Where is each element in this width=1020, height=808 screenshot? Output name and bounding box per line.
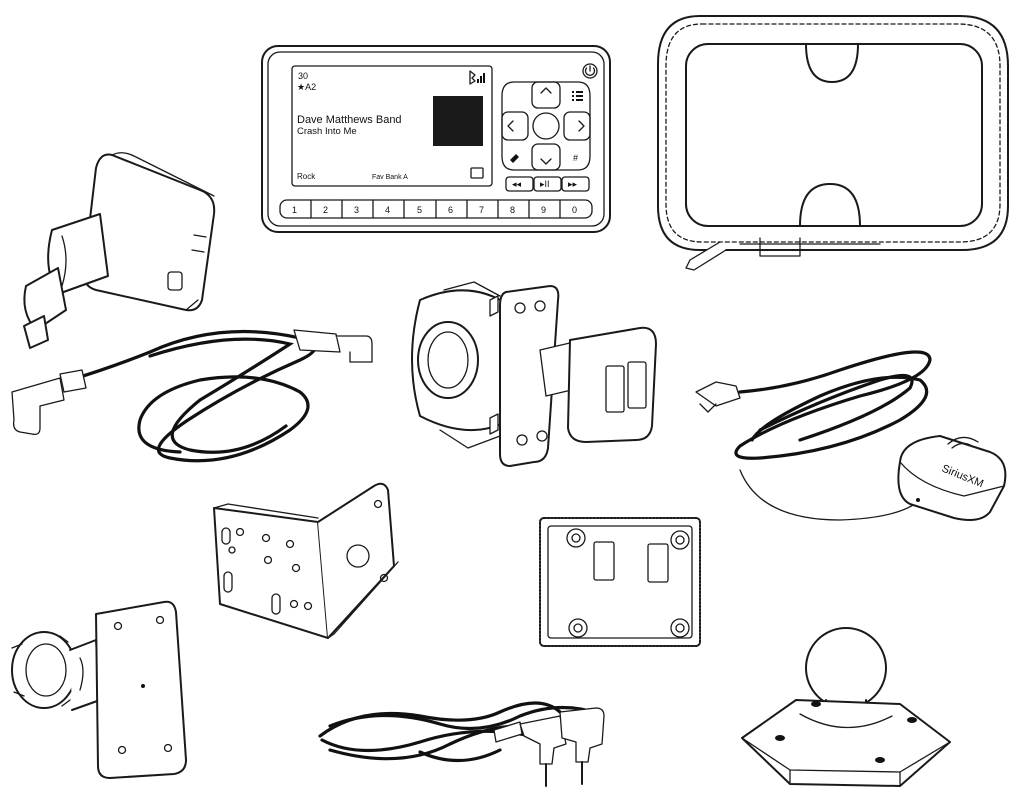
preset-key-4[interactable]: 4 — [385, 205, 390, 215]
preset-key-dividers — [310, 199, 561, 219]
radio-receiver: 30 ★A2 Dave Matthews Band Crash Into Me … — [261, 45, 611, 233]
forward-label: ▸▸ — [568, 179, 578, 189]
right-arrow-icon — [578, 120, 585, 132]
power-button[interactable] — [582, 63, 598, 79]
left-arrow-icon — [507, 120, 514, 132]
antenna-puck — [897, 435, 1007, 521]
micro-usb-plug-right — [335, 335, 373, 363]
back-icon — [510, 154, 519, 163]
preset-key-3[interactable]: 3 — [354, 205, 359, 215]
rewind-label: ◂◂ — [512, 179, 522, 189]
preset-label: ★A2 — [297, 82, 316, 92]
down-arrow-icon — [540, 158, 552, 165]
artist-name: Dave Matthews Band — [297, 114, 402, 126]
hash-icon: # — [573, 153, 578, 163]
satellite-antenna: SiriusXM — [695, 350, 1007, 521]
preset-key-0[interactable]: 0 — [572, 205, 577, 215]
waterproof-case — [657, 15, 1009, 271]
up-arrow-icon — [540, 87, 552, 94]
case-window — [685, 43, 983, 227]
bluetooth-signal-icon — [469, 70, 485, 85]
play-pause-label: ▸II — [540, 179, 550, 189]
dock-mounting-plate — [539, 517, 701, 647]
usb-port — [167, 271, 183, 291]
album-art — [433, 96, 483, 146]
audio-plug-right — [559, 707, 605, 763]
aux-audio-cable — [318, 701, 605, 787]
preset-key-1[interactable]: 1 — [292, 205, 297, 215]
genre-label: Rock — [297, 172, 316, 181]
charger-tip — [23, 315, 49, 349]
led-indicator — [191, 234, 207, 253]
preset-key-2[interactable]: 2 — [323, 205, 328, 215]
audio-plug-left — [519, 715, 567, 765]
fav-bank-label: Fav Bank A — [372, 174, 408, 181]
ball-mount-base — [741, 627, 951, 787]
zipper-pull — [685, 241, 727, 271]
l-shaped-bracket — [213, 482, 399, 639]
preset-key-9[interactable]: 9 — [541, 205, 546, 215]
traffic-icon — [470, 167, 484, 179]
preset-key-5[interactable]: 5 — [417, 205, 422, 215]
usb-plug-left — [11, 377, 65, 436]
swivel-mount-plate — [11, 600, 187, 779]
car-power-adapter — [23, 152, 216, 349]
channel-number: 30 — [298, 71, 308, 81]
mount-ball — [805, 627, 887, 709]
forward-button[interactable] — [561, 176, 590, 192]
rewind-button[interactable] — [505, 176, 534, 192]
usb-power-cable — [11, 329, 373, 463]
signal-icon — [947, 436, 979, 449]
menu-icon — [572, 91, 583, 101]
song-title: Crash Into Me — [297, 126, 357, 137]
play-pause-button[interactable] — [533, 176, 562, 192]
preset-key-6[interactable]: 6 — [448, 205, 453, 215]
preset-key-7[interactable]: 7 — [479, 205, 484, 215]
rotating-plate-face — [95, 600, 187, 779]
preset-key-8[interactable]: 8 — [510, 205, 515, 215]
select-button[interactable] — [532, 112, 560, 140]
handlebar-clamp-mount — [411, 281, 657, 467]
directional-pad[interactable]: # — [501, 81, 591, 171]
